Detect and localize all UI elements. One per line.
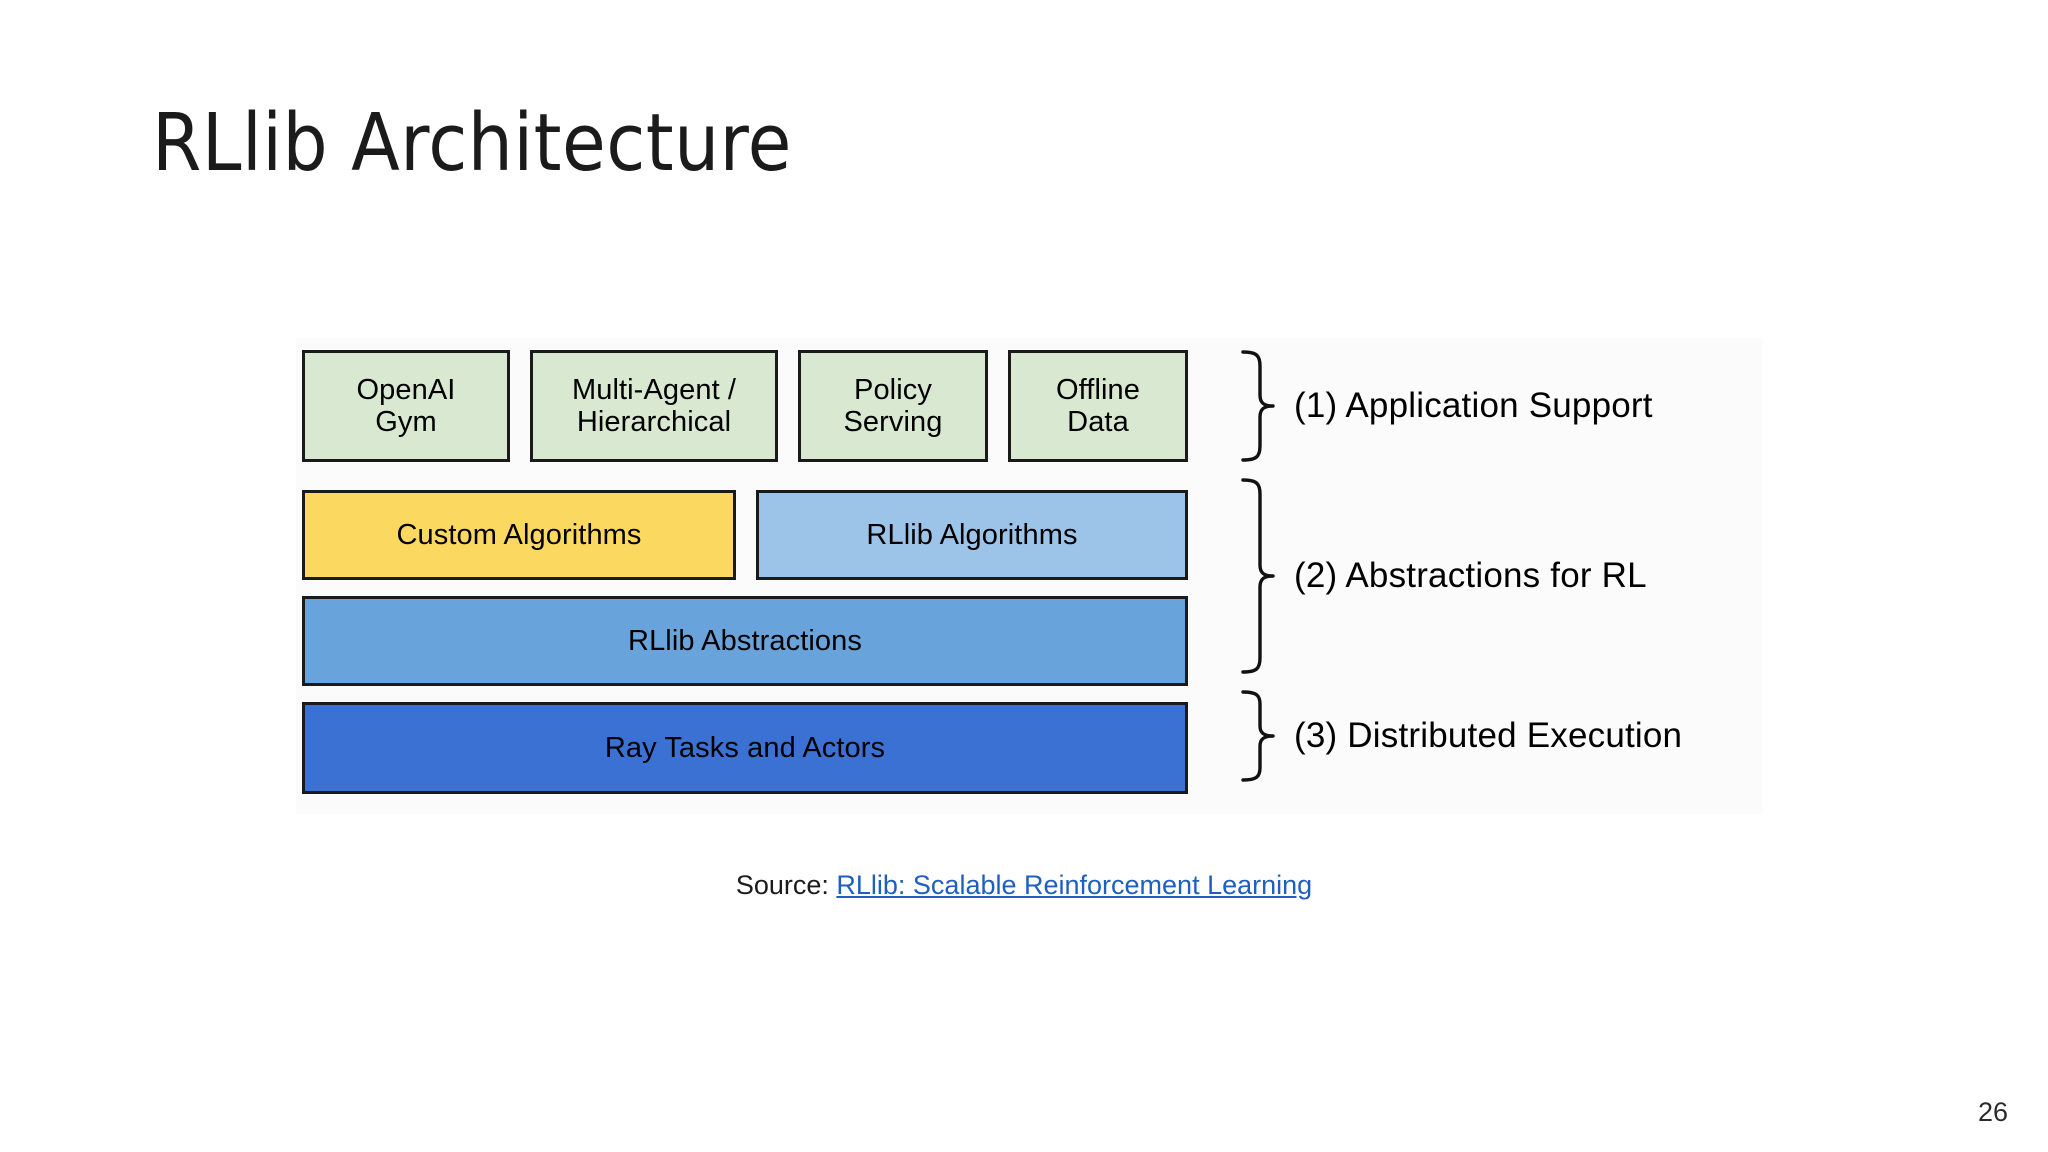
box-custom-algorithms[interactable]: Custom Algorithms: [302, 490, 736, 580]
source-prefix-label: Source:: [735, 870, 829, 900]
curly-brace-icon: [1240, 688, 1280, 784]
annotation-distributed-execution: (3) Distributed Execution: [1240, 688, 1682, 784]
annotation-label: (2) Abstractions for RL: [1294, 556, 1647, 595]
box-multi-agent-hierarchical[interactable]: Multi-Agent /Hierarchical: [530, 350, 778, 462]
source-link[interactable]: RLlib: Scalable Reinforcement Learning: [836, 870, 1313, 900]
annotation-application-support: (1) Application Support: [1240, 348, 1653, 464]
curly-brace-icon: [1240, 348, 1280, 464]
box-rllib-algorithms[interactable]: RLlib Algorithms: [756, 490, 1188, 580]
box-ray-tasks-and-actors[interactable]: Ray Tasks and Actors: [302, 702, 1188, 794]
annotation-abstractions-for-rl: (2) Abstractions for RL: [1240, 476, 1647, 676]
annotation-label: (1) Application Support: [1294, 386, 1653, 425]
page-title: RLlib Architecture: [152, 97, 792, 189]
curly-brace-icon: [1240, 476, 1280, 676]
source-caption: Source: RLlib: Scalable Reinforcement Le…: [0, 870, 2048, 901]
box-rllib-abstractions[interactable]: RLlib Abstractions: [302, 596, 1188, 686]
page-number: 26: [1977, 1097, 2008, 1127]
annotation-label: (3) Distributed Execution: [1294, 716, 1683, 755]
